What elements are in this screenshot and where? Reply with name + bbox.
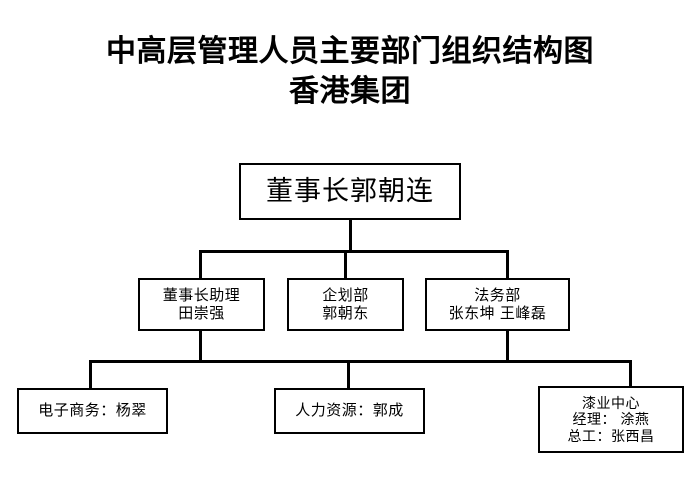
node-paint-center-line-2: 经理： 涂燕 xyxy=(572,411,650,428)
connector-level2-bus xyxy=(89,360,632,363)
node-ecommerce[interactable]: 电子商务：杨翠 xyxy=(17,388,168,434)
node-paint-center-line-3: 总工：张西昌 xyxy=(567,427,655,444)
node-chairman[interactable]: 董事长郭朝连 xyxy=(239,163,461,220)
node-paint-center[interactable]: 漆业中心 经理： 涂燕 总工：张西昌 xyxy=(538,386,684,453)
node-ecommerce-line-1: 电子商务：杨翠 xyxy=(38,402,147,420)
connector-drop-legal xyxy=(506,250,509,280)
chart-title: 中高层管理人员主要部门组织结构图 香港集团 xyxy=(0,32,700,112)
node-human-resources-line-1: 人力资源：郭成 xyxy=(295,402,404,420)
connector-drop-assistant xyxy=(199,250,202,280)
node-chairman-assistant-line-2: 田崇强 xyxy=(178,304,225,322)
node-legal-department-line-2: 张东坤 王峰磊 xyxy=(448,304,547,322)
node-planning-department[interactable]: 企划部 郭朝东 xyxy=(287,278,404,331)
connector-legal-descend xyxy=(506,331,509,363)
connector-assistant-descend xyxy=(199,331,202,363)
connector-level1-bus xyxy=(199,250,509,253)
connector-drop-planning xyxy=(344,250,347,280)
node-chairman-line-1: 董事长郭朝连 xyxy=(266,175,434,206)
connector-drop-ecommerce xyxy=(89,360,92,389)
connector-root-stem xyxy=(349,220,352,253)
connector-drop-paint xyxy=(629,360,632,387)
connector-drop-hr xyxy=(347,360,350,389)
node-human-resources[interactable]: 人力资源：郭成 xyxy=(274,388,425,434)
node-legal-department[interactable]: 法务部 张东坤 王峰磊 xyxy=(425,278,570,331)
node-planning-department-line-1: 企划部 xyxy=(322,286,369,304)
chart-title-line-2: 香港集团 xyxy=(289,75,411,108)
node-chairman-assistant-line-1: 董事长助理 xyxy=(162,286,241,304)
node-legal-department-line-1: 法务部 xyxy=(474,286,521,304)
node-chairman-assistant[interactable]: 董事长助理 田崇强 xyxy=(138,278,265,331)
node-planning-department-line-2: 郭朝东 xyxy=(322,304,369,322)
chart-title-line-1: 中高层管理人员主要部门组织结构图 xyxy=(106,35,594,68)
node-paint-center-line-1: 漆业中心 xyxy=(582,394,640,411)
